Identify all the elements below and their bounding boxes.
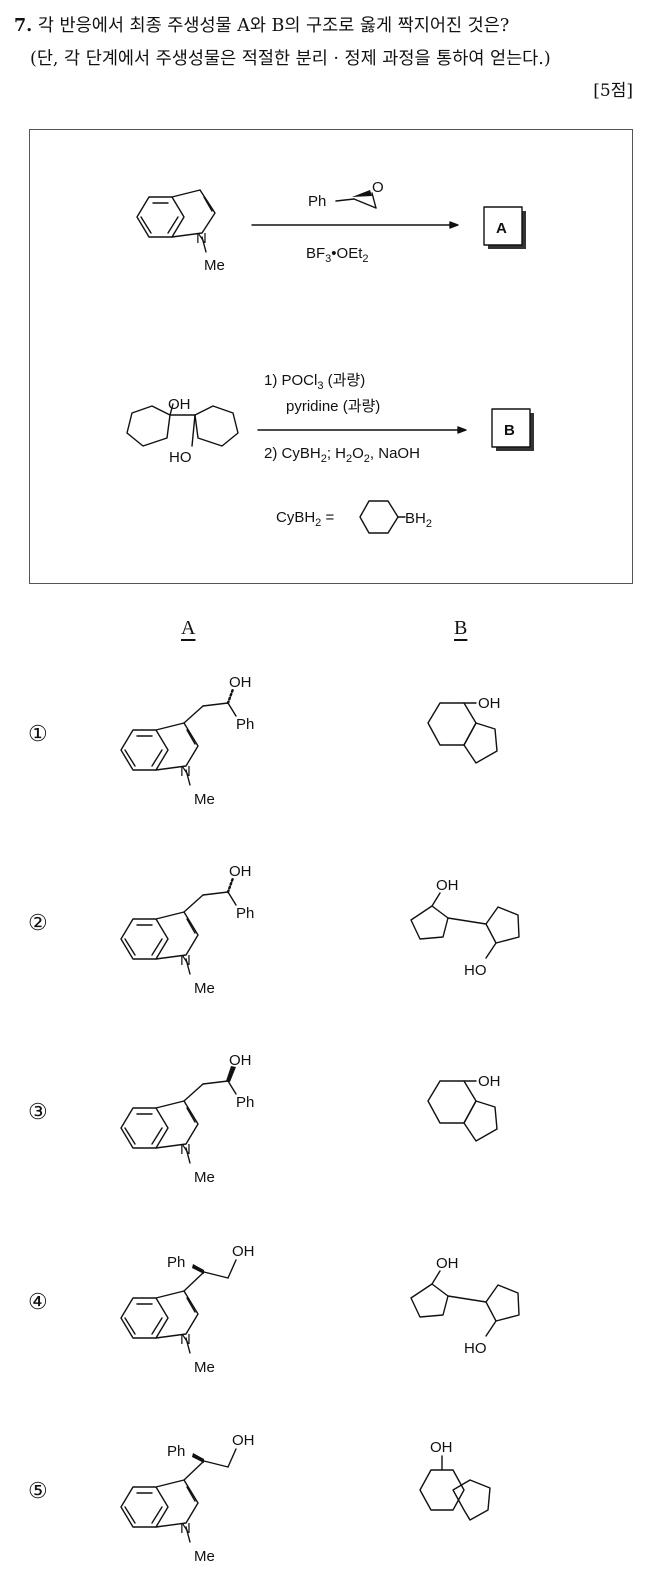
choice-1-oh: OH — [229, 674, 252, 691]
choice-3-n: N — [180, 1141, 191, 1158]
column-heading-b: B — [454, 617, 468, 639]
choice-3-me: Me — [194, 1169, 215, 1186]
bh2-label: BH2 — [405, 510, 432, 530]
choice-5-ph: Ph — [167, 1443, 185, 1460]
choice-5-structure-a: N Me Ph OH — [120, 1432, 255, 1565]
question-stem: 각 반응에서 최종 주생성물 A와 B의 구조로 옳게 짝지어진 것은? — [37, 16, 510, 36]
reaction2-arrow: 1) POCl3 (과량) pyridine (과량) 2) CyBH2; H2… — [257, 372, 467, 465]
choice-2-structure-b: OH HO — [410, 877, 520, 979]
choice-4-ph: Ph — [167, 1254, 185, 1271]
choice-4-me: Me — [194, 1359, 215, 1376]
choice-1-ph: Ph — [236, 716, 254, 733]
choice-2-b-ho: HO — [464, 962, 487, 979]
question-points: [5점] — [593, 81, 633, 101]
choice-3-b-oh: OH — [478, 1073, 501, 1090]
choice-4-oh: OH — [232, 1243, 255, 1260]
indole-n-label: N — [196, 230, 207, 247]
choice-1-structure-a: N Me OH Ph — [120, 674, 254, 808]
choice-3-structure-a: N Me OH Ph — [120, 1052, 254, 1186]
choice-4-b-oh: OH — [436, 1255, 459, 1272]
choice-3-marker[interactable]: ③ — [28, 1100, 48, 1125]
choice-2-me: Me — [194, 980, 215, 997]
product-b-label: B — [504, 422, 515, 439]
choice-3-structure-b: OH — [427, 1073, 501, 1142]
reaction-scheme-box — [29, 129, 633, 584]
column-heading-a: A — [181, 617, 196, 639]
cybh2-label: CyBH2 = — [276, 509, 334, 529]
question-number: 7. — [14, 16, 33, 36]
choice-5-n: N — [180, 1520, 191, 1537]
question-text: 7. 각 반응에서 최종 주생성물 A와 B의 구조로 옳게 짝지어진 것은? … — [14, 10, 644, 76]
choice-5-marker[interactable]: ⑤ — [28, 1479, 48, 1504]
step2-reagent: 2) CyBH2; H2O2, NaOH — [264, 445, 420, 465]
epoxide-o-label: O — [372, 179, 384, 196]
diol-starting-material: OH HO — [126, 396, 239, 466]
choice-4-structure-a: N Me Ph OH — [120, 1243, 255, 1376]
step1-pyridine: pyridine (과량) — [286, 398, 380, 415]
choice-2-marker[interactable]: ② — [28, 911, 48, 936]
reaction1-arrow: Ph O BF3•OEt2 — [251, 179, 459, 265]
product-a-box: A — [483, 206, 526, 249]
choice-1-me: Me — [194, 791, 215, 808]
product-a-label: A — [496, 220, 507, 237]
question-line-2: (단, 각 단계에서 주생성물은 적절한 분리 · 정제 과정을 통하여 얻는다… — [30, 49, 551, 69]
choice-5-b-oh: OH — [430, 1439, 453, 1456]
question-line-1: 7. 각 반응에서 최종 주생성물 A와 B의 구조로 옳게 짝지어진 것은? — [14, 10, 644, 43]
choice-2-n: N — [180, 952, 191, 969]
choice-2-oh: OH — [229, 863, 252, 880]
diol-ho-label: HO — [169, 449, 192, 466]
choice-5-structure-b: OH — [419, 1439, 491, 1521]
choice-4-n: N — [180, 1331, 191, 1348]
product-b-box: B — [491, 408, 534, 451]
n-methylindole: N Me — [136, 189, 225, 274]
choice-2-structure-a: N Me OH Ph — [120, 863, 254, 997]
cybh2-definition: CyBH2 = BH2 — [276, 500, 432, 534]
step1-reagent: 1) POCl3 (과량) — [264, 372, 365, 392]
choice-1-structure-b: OH — [427, 695, 501, 764]
choice-2-ph: Ph — [236, 905, 254, 922]
indole-me-label: Me — [204, 257, 225, 274]
choice-3-ph: Ph — [236, 1094, 254, 1111]
choice-1-marker[interactable]: ① — [28, 722, 48, 747]
choice-2-b-oh: OH — [436, 877, 459, 894]
choice-4-marker[interactable]: ④ — [28, 1290, 48, 1315]
reagent-bf3-oet2: BF3•OEt2 — [306, 245, 369, 265]
choice-3-oh: OH — [229, 1052, 252, 1069]
epoxide-ph-label: Ph — [308, 193, 326, 210]
diol-oh-label: OH — [168, 396, 191, 413]
choice-4-b-ho: HO — [464, 1340, 487, 1357]
choice-4-structure-b: OH HO — [410, 1255, 520, 1357]
choice-5-oh: OH — [232, 1432, 255, 1449]
choice-1-b-oh: OH — [478, 695, 501, 712]
choice-1-n: N — [180, 763, 191, 780]
choice-5-me: Me — [194, 1548, 215, 1565]
